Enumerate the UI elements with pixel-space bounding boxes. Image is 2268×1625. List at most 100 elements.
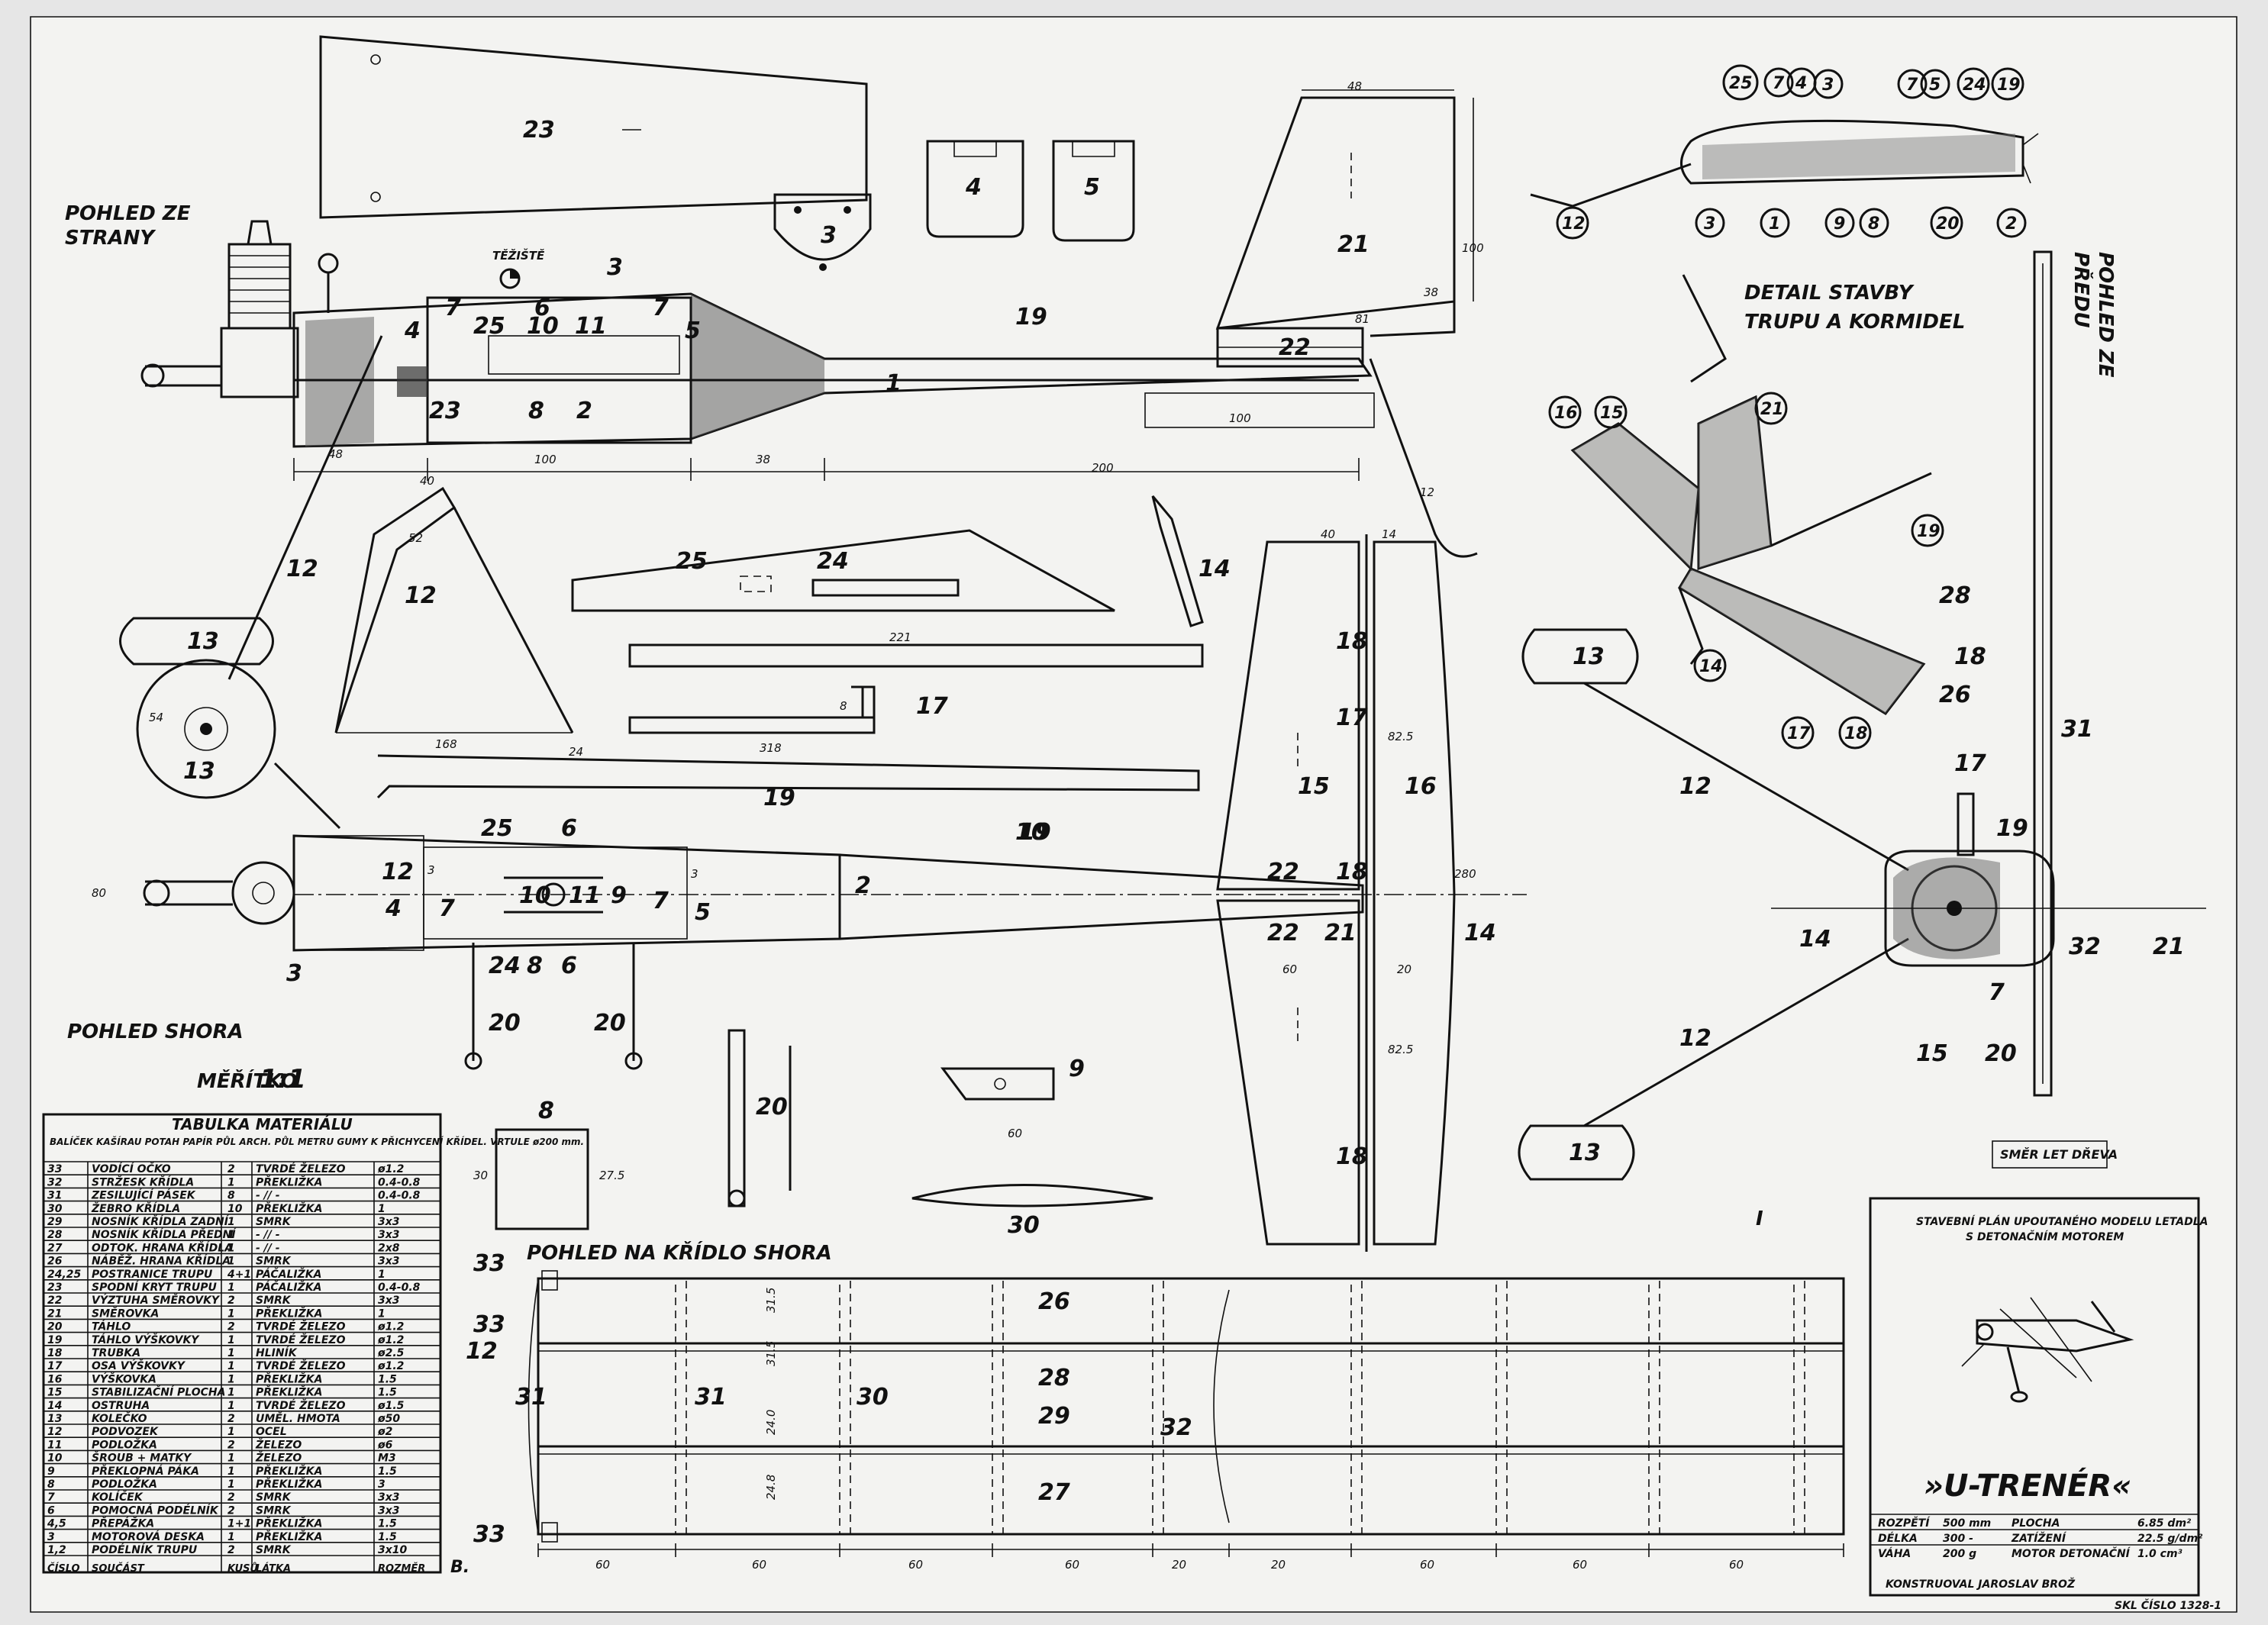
materials-cell: 1 bbox=[227, 1426, 235, 1438]
dim-wing-60e: 60 bbox=[1420, 1558, 1434, 1572]
materials-cell: TVRDÉ ŽELEZO bbox=[256, 1333, 346, 1346]
materials-cell: PÁČALIŽKA bbox=[256, 1280, 321, 1294]
gear-strut-left bbox=[227, 335, 383, 680]
parts-cutouts: 12 40 52 168 24 25 24 221 17 8 19 318 14… bbox=[334, 474, 1231, 1239]
dim-stab-60: 60 bbox=[1282, 962, 1297, 976]
label-32-wing: 32 bbox=[1160, 1414, 1192, 1441]
detail-title-1: DETAIL STAVBY bbox=[1744, 282, 1915, 305]
dim-stab-14: 14 bbox=[1382, 527, 1396, 541]
cg-label: TĚŽIŠTĚ bbox=[492, 247, 545, 263]
materials-cell: - // - bbox=[256, 1229, 280, 1241]
front-view-title-2: PŘEDU bbox=[2070, 252, 2094, 328]
label-30-wing: 30 bbox=[857, 1384, 889, 1411]
label-19-top: 19 bbox=[1019, 819, 1051, 846]
materials-cell: - // - bbox=[256, 1242, 280, 1254]
detail-view: DETAIL STAVBY TRUPU A KORMIDEL 25 7 4 3 … bbox=[1530, 64, 2039, 750]
label-20-front: 20 bbox=[1985, 1040, 2017, 1067]
materials-cell: 4,5 bbox=[47, 1518, 66, 1530]
dim-stab-825b: 82.5 bbox=[1388, 1043, 1413, 1056]
label-12-top: 12 bbox=[382, 859, 414, 885]
front-gear-lower bbox=[1583, 937, 1909, 1127]
materials-cell: PŘEKLIŽKA bbox=[256, 1202, 322, 1215]
label-18a-top: 18 bbox=[1336, 628, 1368, 655]
label-6-side: 6 bbox=[534, 295, 550, 321]
materials-cell: 1 bbox=[227, 1531, 235, 1543]
materials-cell: ø50 bbox=[377, 1413, 400, 1425]
materials-cell: PŘEKLOPNÁ PÁKA bbox=[92, 1465, 199, 1478]
materials-cell: 1 bbox=[227, 1478, 235, 1491]
materials-cell: 9 bbox=[47, 1465, 55, 1478]
materials-cell: 1 bbox=[227, 1373, 235, 1385]
callout-25: 25 bbox=[1729, 74, 1753, 93]
front-wing bbox=[2033, 250, 2053, 1097]
label-26-wing: 26 bbox=[1038, 1288, 1070, 1315]
materials-cell: 1,2 bbox=[47, 1544, 66, 1556]
label-32-front: 32 bbox=[2069, 933, 2101, 960]
dim-spar-221: 221 bbox=[889, 630, 911, 644]
dim-side-c: 38 bbox=[756, 453, 770, 466]
materials-cell: 17 bbox=[47, 1360, 63, 1372]
materials-cell: 18 bbox=[47, 1347, 63, 1359]
label-22b-top: 22 bbox=[1267, 920, 1299, 946]
materials-cell: SMRK bbox=[256, 1491, 292, 1504]
label-7a-side: 7 bbox=[445, 295, 461, 321]
materials-cell: 27 bbox=[47, 1242, 63, 1254]
materials-cell: 30 bbox=[47, 1203, 63, 1215]
materials-title: TABULKA MATERIÁLU bbox=[172, 1115, 353, 1133]
dim-pushrod-318: 318 bbox=[760, 741, 782, 755]
spec-cell: 500 mm bbox=[1943, 1517, 1991, 1530]
materials-cell: ZESILUJÍCÍ PÁSEK bbox=[91, 1189, 196, 1202]
dim-bellcrank-60: 60 bbox=[1008, 1127, 1022, 1140]
part-30-rib bbox=[911, 1184, 1153, 1207]
materials-cell: POMOCNÁ PODÉLNÍK bbox=[92, 1504, 219, 1517]
dim-gear-168: 168 bbox=[435, 737, 457, 751]
dim-wing-20b: 20 bbox=[1271, 1558, 1286, 1572]
label-13-front-b: 13 bbox=[1569, 1140, 1601, 1166]
label-17-front: 17 bbox=[1954, 750, 1986, 777]
front-wheel-view: 13 13 12 54 bbox=[119, 335, 383, 830]
materials-cell: 31 bbox=[47, 1190, 62, 1202]
materials-cell: PŘEKLIŽKA bbox=[256, 1372, 322, 1385]
materials-cell: VÝŠKOVKA bbox=[92, 1372, 156, 1385]
materials-cell: 12 bbox=[47, 1426, 62, 1438]
materials-cell: 1.5 bbox=[378, 1531, 397, 1543]
part-17-axle bbox=[851, 685, 876, 717]
title-subtitle-2: S DETONAČNÍM MOTOREM bbox=[1966, 1230, 2124, 1243]
part-8-washer bbox=[495, 1128, 589, 1230]
front-wheel-upper bbox=[1521, 628, 1639, 685]
callout-1: 1 bbox=[1769, 214, 1780, 234]
spec-cell: 1.0 cm³ bbox=[2137, 1548, 2183, 1560]
label-19-part: 19 bbox=[763, 785, 795, 811]
spec-cell: 300 - bbox=[1943, 1533, 1973, 1545]
materials-cell: 2 bbox=[227, 1504, 235, 1517]
materials-cell: ø1.2 bbox=[377, 1163, 404, 1175]
materials-cell: 15 bbox=[47, 1387, 63, 1399]
materials-cell: 0.4-0.8 bbox=[378, 1190, 421, 1202]
materials-cell: 1.5 bbox=[378, 1518, 397, 1530]
materials-cell: PŘEKLIŽKA bbox=[256, 1307, 322, 1320]
materials-cell: 1 bbox=[378, 1269, 386, 1281]
materials-cell: 4+1 bbox=[227, 1269, 251, 1281]
dim-side-b: 100 bbox=[534, 453, 557, 466]
callout-24: 24 bbox=[1963, 76, 1986, 95]
materials-cell: 6 bbox=[47, 1504, 55, 1517]
materials-cell: STRŽESK KŘÍDLA bbox=[92, 1175, 194, 1188]
materials-cell: 3 bbox=[378, 1478, 386, 1491]
callout-8: 8 bbox=[1868, 214, 1879, 234]
dim-wing-60b: 60 bbox=[752, 1558, 766, 1572]
callout-19b: 19 bbox=[1917, 522, 1941, 541]
part-14-tailskid bbox=[1369, 358, 1478, 558]
materials-cell: OSA VÝŠKOVKY bbox=[92, 1359, 186, 1372]
materials-cell: ø1.2 bbox=[377, 1321, 404, 1333]
dim-fin-81: 81 bbox=[1355, 312, 1370, 326]
label-27-wing: 27 bbox=[1038, 1479, 1070, 1506]
materials-cell: 2 bbox=[227, 1544, 235, 1556]
spec-cell: 22.5 g/dm² bbox=[2137, 1533, 2203, 1545]
label-22-side: 22 bbox=[1279, 334, 1311, 361]
title-author: KONSTRUOVAL JAROSLAV BROŽ bbox=[1886, 1578, 2076, 1591]
side-view: POHLED ZE STRANY 23 TĚŽIŠTĚ bbox=[65, 35, 1484, 558]
materials-cell: 1 bbox=[227, 1334, 235, 1346]
label-23-top: 23 bbox=[523, 117, 555, 143]
label-16-top: 16 bbox=[1405, 773, 1437, 800]
